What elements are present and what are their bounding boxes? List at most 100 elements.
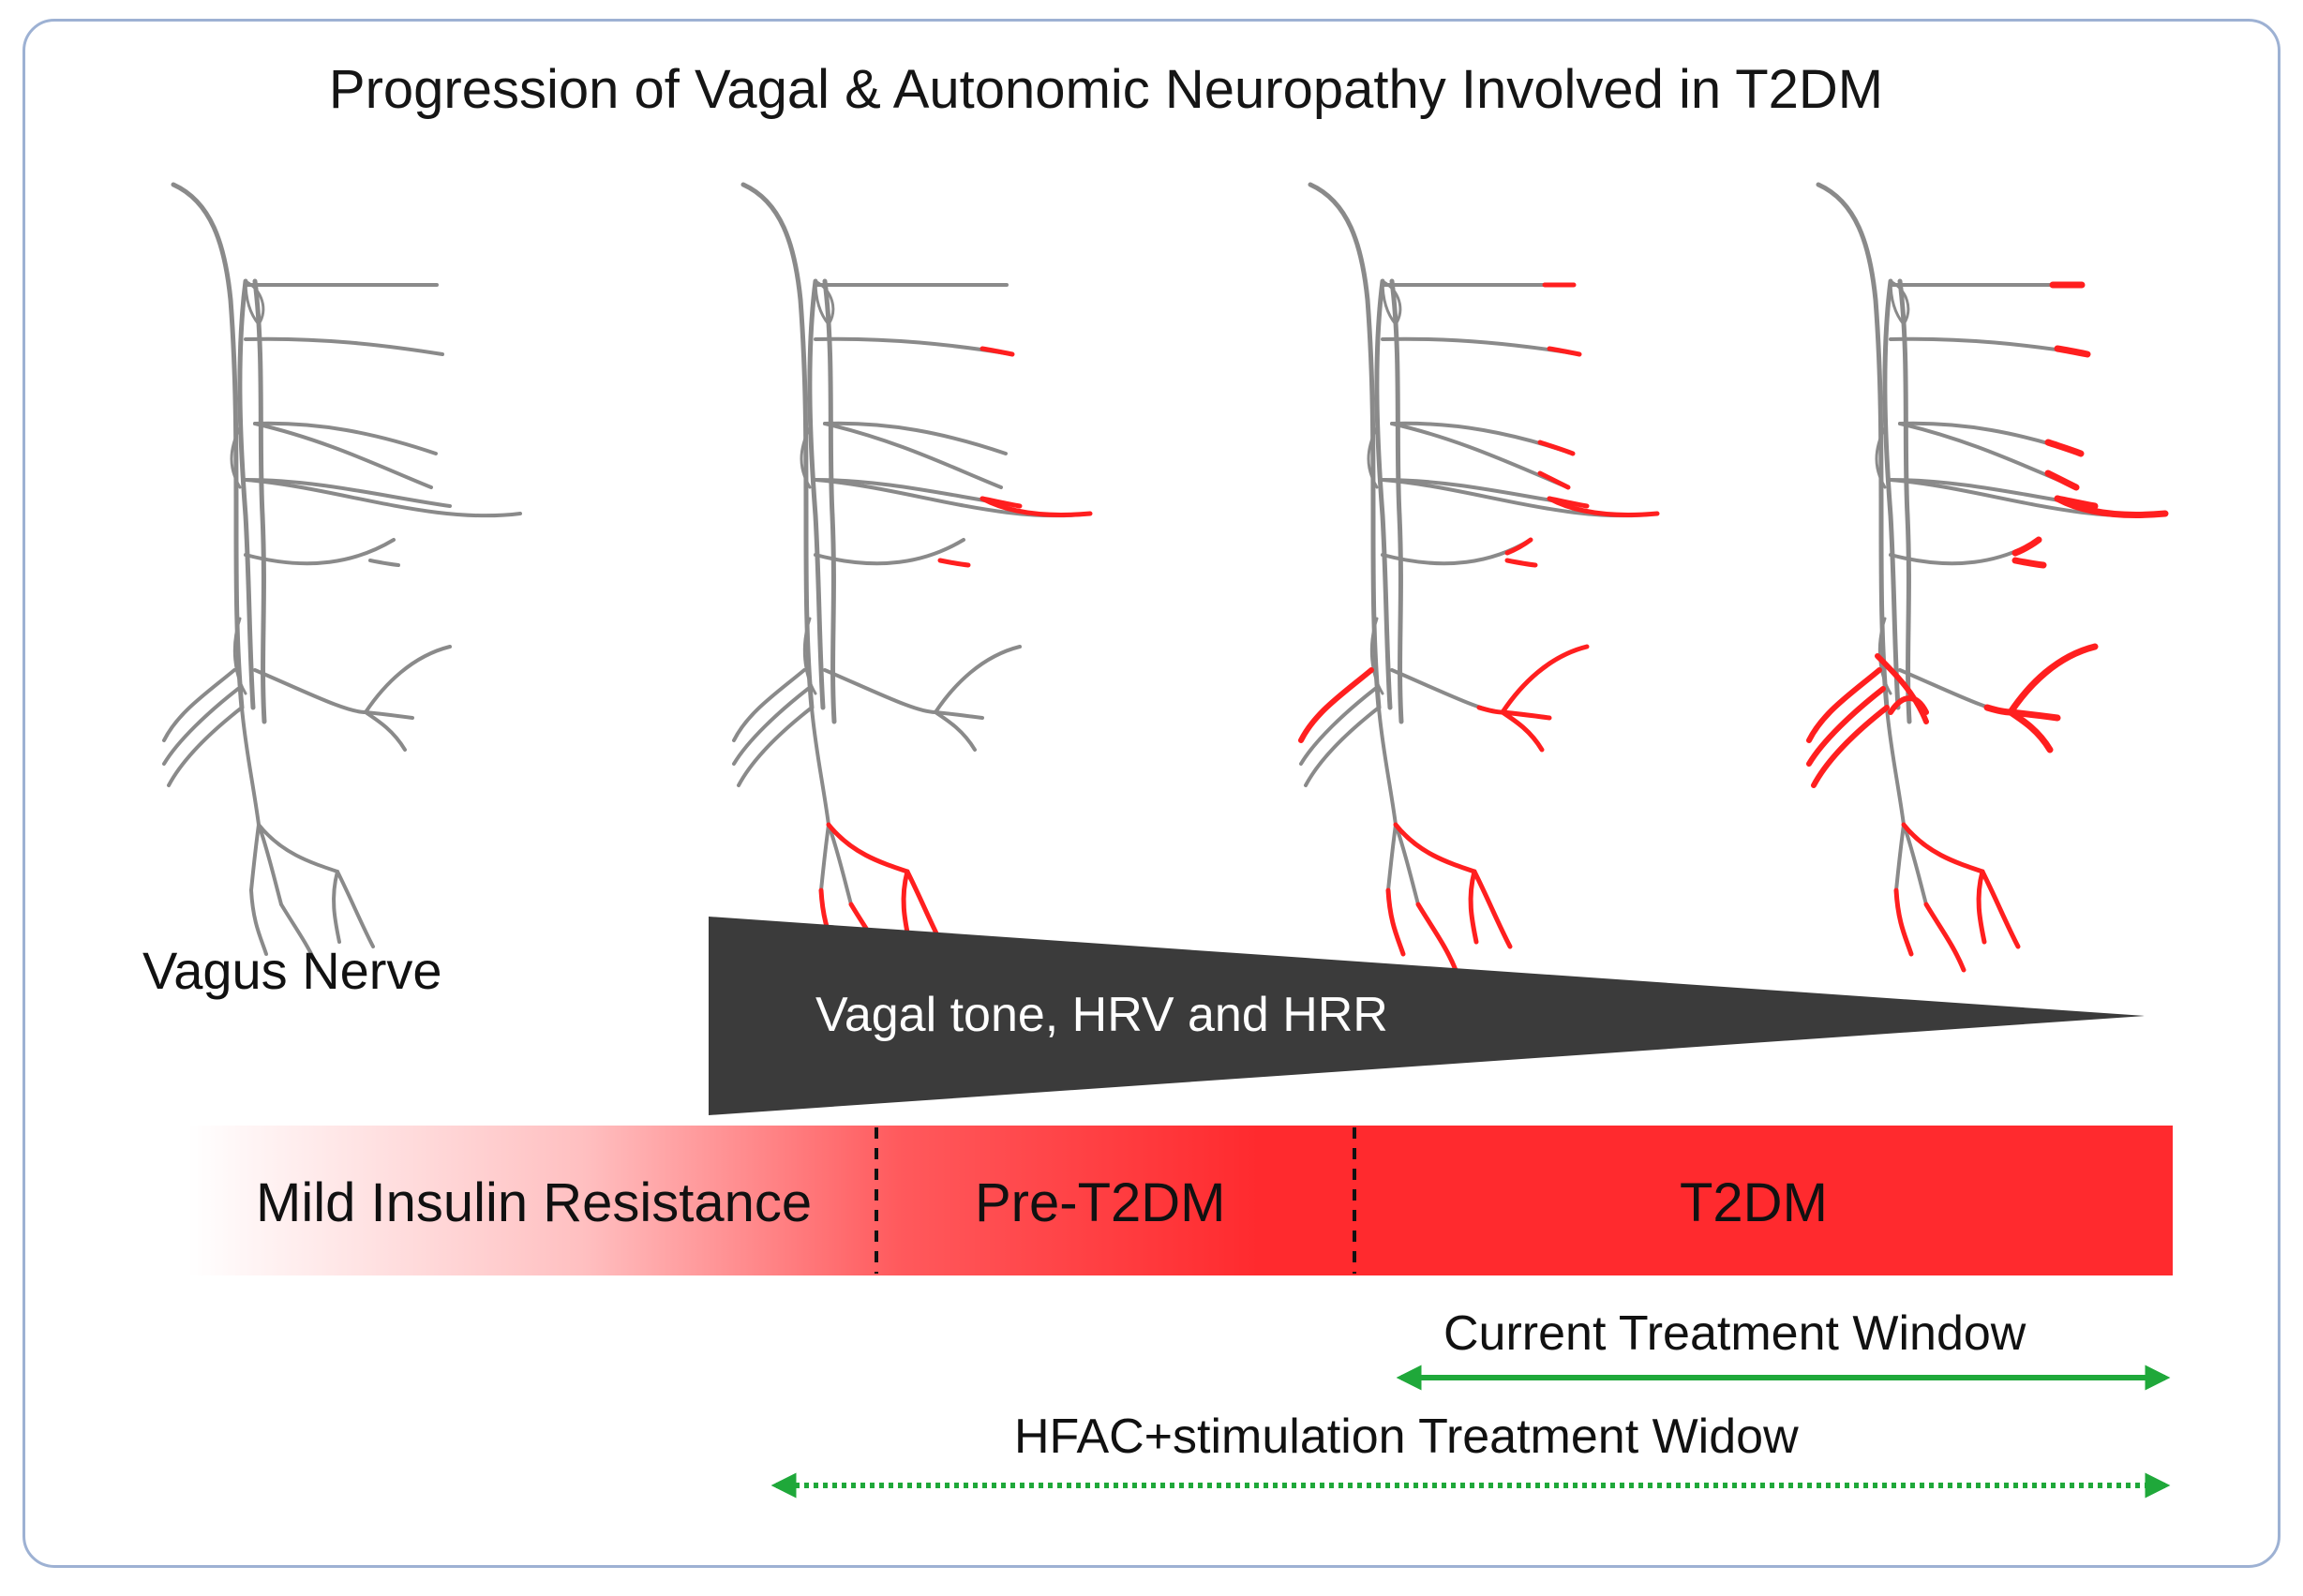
nerve-branch	[823, 422, 1003, 489]
nerve-trunk	[237, 278, 256, 710]
nerve-leg-damaged	[1468, 869, 1479, 945]
nerve-trunk-lower	[810, 706, 830, 827]
nerve-branch-damaged	[2054, 345, 2091, 358]
nerve-branch-damaged	[2007, 709, 2061, 722]
nerve-branch	[1390, 668, 1504, 714]
nerve-foot	[162, 687, 240, 766]
nerve-trunk	[1389, 278, 1404, 724]
vagus-nerve-label: Vagus Nerve	[142, 941, 442, 1000]
nerve-branch-damaged	[1547, 496, 1660, 517]
nerve-plexus	[232, 617, 247, 695]
nerve-trunk	[740, 182, 815, 710]
nerve-branch-damaged	[2044, 470, 2080, 491]
nerve-trunk-lower	[249, 823, 261, 892]
nerve-plexus	[802, 617, 817, 695]
nerve-plexus	[800, 425, 812, 489]
nerve-trunk-lower	[819, 823, 830, 892]
stage-t2dm-label: T2DM	[1680, 1172, 1828, 1233]
nerve-plexus	[1889, 279, 1910, 327]
nerve-branch-damaged	[1476, 705, 1505, 715]
nerve-branch-damaged	[2008, 644, 2098, 715]
nerve-trunk	[822, 278, 837, 724]
nerve-trunk	[1816, 182, 1890, 710]
nerve-trunk-lower	[827, 823, 853, 906]
nerve-trunk-lower	[1377, 706, 1398, 827]
vagal-tone-label: Vagal tone, HRV and HRR	[815, 988, 1388, 1042]
nerve-trunk	[252, 278, 267, 724]
nerve-branch	[934, 710, 977, 752]
nerve-branch	[368, 559, 400, 567]
nerve-branch	[253, 422, 433, 489]
stage-pre-label: Pre-T2DM	[975, 1172, 1226, 1233]
nerve-trunk	[1882, 278, 1901, 710]
nerve-branch-damaged	[937, 558, 971, 568]
nerve-trunk	[1374, 278, 1393, 710]
nerve-branch-damaged	[1537, 440, 1576, 456]
nerve-foot-damaged	[1298, 667, 1374, 743]
nerve-branch	[1381, 478, 1659, 518]
nerve-leg	[249, 888, 268, 956]
nerve-trunk-lower	[1894, 823, 1906, 892]
nerve-branch	[934, 645, 1022, 714]
nerve-branch-damaged	[2044, 439, 2085, 457]
nerve-branch	[1898, 421, 2083, 455]
nerve-trunk-lower	[1902, 823, 1928, 906]
nerve-leg	[279, 902, 321, 972]
nerve-leg	[332, 870, 341, 944]
nerve-trunk	[1308, 182, 1382, 710]
nerve-foot-damaged	[1811, 705, 1890, 788]
nerve-plexus-damaged	[1875, 653, 1929, 724]
nerve-branch-damaged	[1504, 537, 1533, 556]
nerve-branch-damaged	[980, 496, 1093, 517]
nerve-foot	[737, 706, 814, 787]
nerve-branch	[244, 478, 522, 518]
nerve-branch	[1889, 478, 2167, 518]
nerve-trunk-lower	[1386, 823, 1398, 892]
nerve-plexus	[1369, 617, 1384, 695]
nerve-leg-damaged	[1415, 902, 1458, 973]
nerve-leg-damaged	[1976, 869, 1987, 945]
nerve-plexus-damaged	[1888, 695, 1929, 715]
stage-bar	[187, 1126, 2173, 1275]
current-window-label: Current Treatment Window	[1443, 1306, 2026, 1361]
nerve-branch	[244, 336, 444, 356]
nerve-branch-damaged	[2011, 536, 2042, 557]
nerve-plexus	[1367, 425, 1379, 489]
nerve-branch	[1501, 645, 1589, 714]
nerve-branch	[934, 710, 984, 720]
nerve-branch-damaged	[2011, 557, 2047, 569]
nerve-branch	[244, 478, 452, 508]
nerve-branch	[2009, 645, 2097, 714]
nerve-trunk-lower	[257, 823, 283, 906]
nerve-plexus	[230, 425, 242, 489]
nerve-branch-damaged	[1500, 709, 1552, 721]
nerve-branch	[823, 421, 1008, 455]
nerve-foot	[1299, 687, 1377, 766]
nerve-panels	[162, 182, 2169, 973]
nerve-branch-damaged	[980, 346, 1015, 357]
figure-title: Progression of Vagal & Autonomic Neuropa…	[328, 59, 1884, 120]
nerve-branch	[253, 668, 367, 714]
nerve-branch-damaged	[2054, 495, 2169, 518]
nerve-foot	[1304, 706, 1381, 787]
nerve-plexus	[1875, 425, 1887, 489]
nerve-trunk	[171, 182, 245, 710]
nerve-leg-damaged	[1923, 902, 1967, 973]
nerve-branch	[364, 645, 452, 714]
nerve-branch	[364, 710, 407, 752]
nerve-branch	[1390, 421, 1575, 455]
nerve-branch-damaged	[1500, 644, 1590, 715]
nerve-foot	[732, 687, 810, 766]
nerve-branch	[253, 421, 438, 455]
nerve-plexus	[1381, 279, 1402, 327]
figure-frame	[22, 19, 2281, 1568]
nerve-branch-damaged	[2007, 643, 2099, 716]
stage-mild-label: Mild Insulin Resistance	[256, 1172, 813, 1233]
nerve-trunk-lower	[240, 706, 261, 827]
nerve-trunk-lower	[1394, 823, 1420, 906]
nerve-plexus	[814, 279, 835, 327]
nerve-foot	[162, 668, 236, 742]
nerve-foot	[732, 668, 806, 742]
vagal-tone-wedge	[709, 917, 2145, 1115]
nerve-branch	[364, 710, 414, 720]
